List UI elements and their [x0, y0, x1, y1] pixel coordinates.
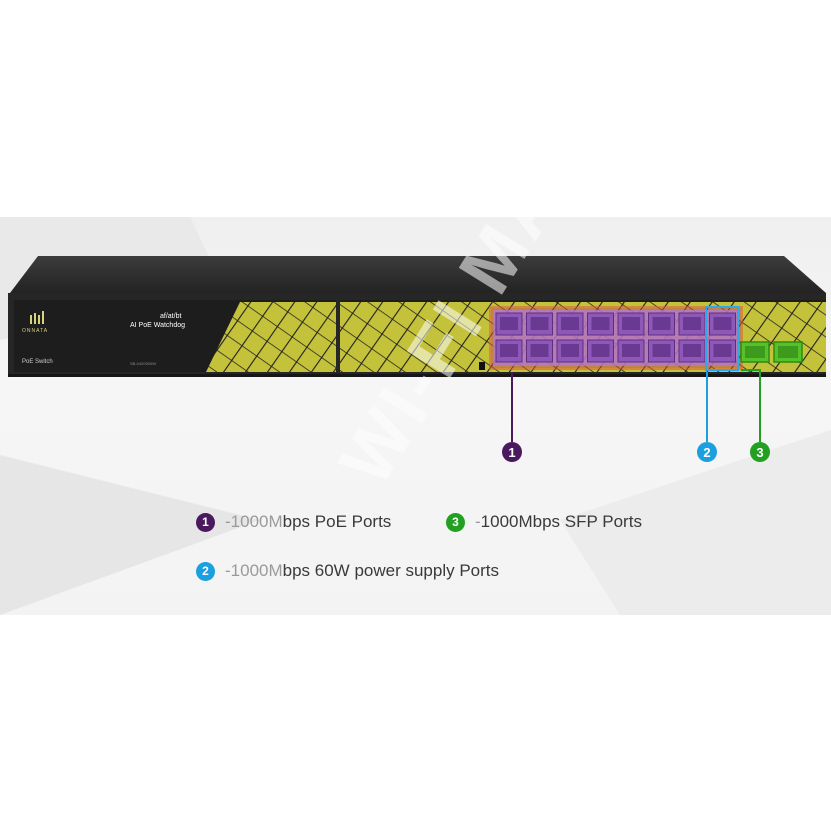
legend-text: -1000Mbps PoE Ports — [225, 512, 392, 531]
sfp-port-slot — [745, 346, 765, 358]
bg-shape — [560, 430, 831, 615]
texture-panel — [206, 302, 336, 372]
rj45-port-socket — [561, 317, 579, 330]
brand-logo — [30, 311, 44, 324]
rj45-port-socket — [652, 317, 671, 330]
rj45-port-socket — [500, 344, 518, 357]
legend-badge: 1 — [196, 512, 215, 532]
rj45-port-socket — [500, 317, 518, 330]
legend-text: -1000Mbps 60W power supply Ports — [225, 561, 500, 580]
bg-shape — [0, 455, 260, 615]
power-ports-highlight — [705, 306, 739, 371]
rj45-port-socket — [561, 344, 579, 357]
legend-item-power: 2 -1000Mbps 60W power supply Ports — [196, 561, 499, 581]
rj45-port-socket — [652, 344, 671, 357]
rj45-port-socket — [530, 344, 549, 357]
brand-name: ONNATA — [22, 328, 49, 334]
serial-number: SB-0420000W — [130, 361, 157, 366]
model-line-2: AI PoE Watchdog — [130, 322, 185, 329]
reset-button — [479, 362, 485, 370]
rj45-port-socket — [622, 317, 640, 330]
chassis-top — [10, 256, 826, 293]
sfp-ports — [740, 341, 803, 363]
legend-badge: 2 — [196, 561, 215, 581]
rj45-port-socket — [683, 317, 701, 330]
device-type-label: PoE Switch — [22, 359, 53, 365]
label-panel — [14, 300, 200, 372]
legend-text: -1000Mbps SFP Ports — [475, 512, 642, 531]
rj45-port-socket — [713, 344, 732, 357]
callout-line-3 — [741, 369, 761, 442]
rj45-port-socket — [622, 344, 640, 357]
rj45-port-socket — [713, 317, 732, 330]
rj45-ports — [495, 312, 736, 363]
rj45-port-socket — [683, 344, 701, 357]
legend-badge: 3 — [446, 512, 465, 532]
rj45-port-socket — [591, 344, 610, 357]
callout-badge-1: 1 — [502, 442, 522, 462]
legend-item-poe: 1 -1000Mbps PoE Ports — [196, 512, 391, 532]
legend-item-sfp: 3 -1000Mbps SFP Ports — [446, 512, 642, 532]
callout-badge-3: 3 — [750, 442, 770, 462]
rj45-port-socket — [591, 317, 610, 330]
callout-badge-2: 2 — [697, 442, 717, 462]
sfp-port-slot — [778, 346, 798, 358]
model-line-1: af/at/bt — [160, 313, 182, 320]
rj45-port-socket — [530, 317, 549, 330]
